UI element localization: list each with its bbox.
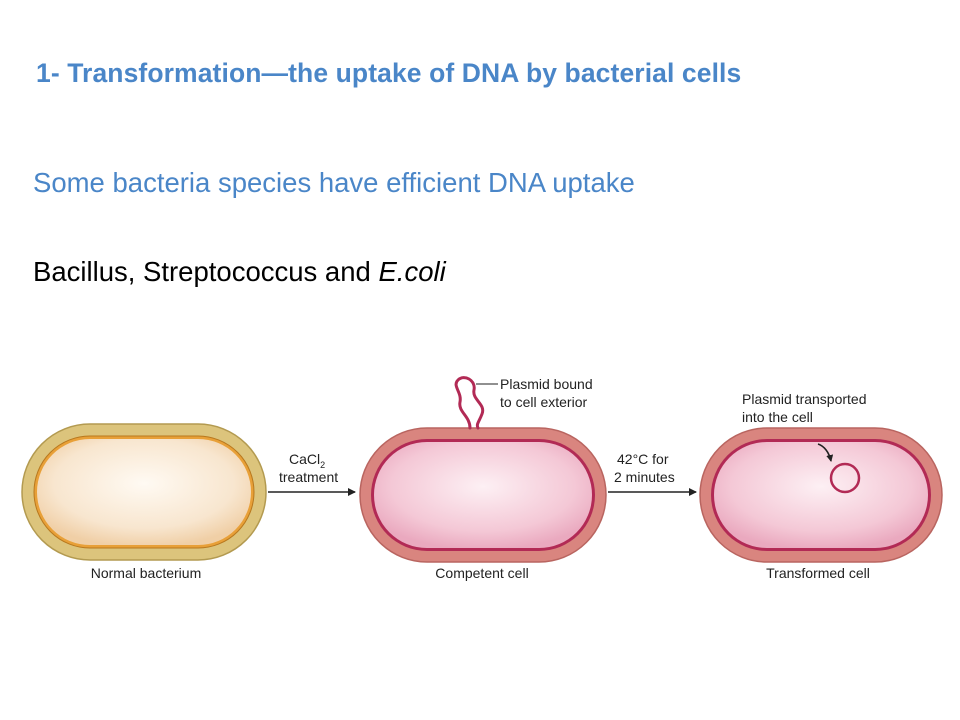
- cacl-text: CaCl: [289, 451, 320, 467]
- cacl-subscript: 2: [320, 460, 325, 470]
- normal-bacterium-cell: [21, 423, 267, 561]
- competent-cell-label: Competent cell: [435, 565, 528, 581]
- plasmid-transported-label-1: Plasmid transported: [742, 391, 867, 407]
- examples-line: Bacillus, Streptococcus and E.coli: [33, 256, 446, 288]
- examples-ecoli: E.coli: [378, 256, 446, 287]
- plasmid-transported-label-2: into the cell: [742, 409, 813, 425]
- transformation-diagram: Normal bacterium CaCl2 treatment Plasmid…: [21, 376, 943, 581]
- step1-label: CaCl2: [289, 451, 325, 470]
- step2-label-1: 42°C for: [617, 451, 669, 467]
- slide-title: 1- Transformation—the uptake of DNA by b…: [36, 58, 742, 88]
- treatment-label: treatment: [279, 469, 338, 485]
- normal-bacterium-label: Normal bacterium: [91, 565, 201, 581]
- transformed-cell-label: Transformed cell: [766, 565, 870, 581]
- plasmid-bound-label-1: Plasmid bound: [500, 376, 593, 392]
- transformed-cell: [699, 427, 943, 563]
- examples-text: Bacillus, Streptococcus and: [33, 256, 379, 287]
- slide-subtitle: Some bacteria species have efficient DNA…: [33, 167, 635, 198]
- plasmid-interior: [829, 462, 861, 494]
- plasmid-transport-arrow: [817, 443, 834, 462]
- plasmid-bound-label-2: to cell exterior: [500, 394, 587, 410]
- competent-cell: [359, 427, 607, 563]
- plasmid-exterior: [454, 376, 485, 430]
- step2-label-2: 2 minutes: [614, 469, 675, 485]
